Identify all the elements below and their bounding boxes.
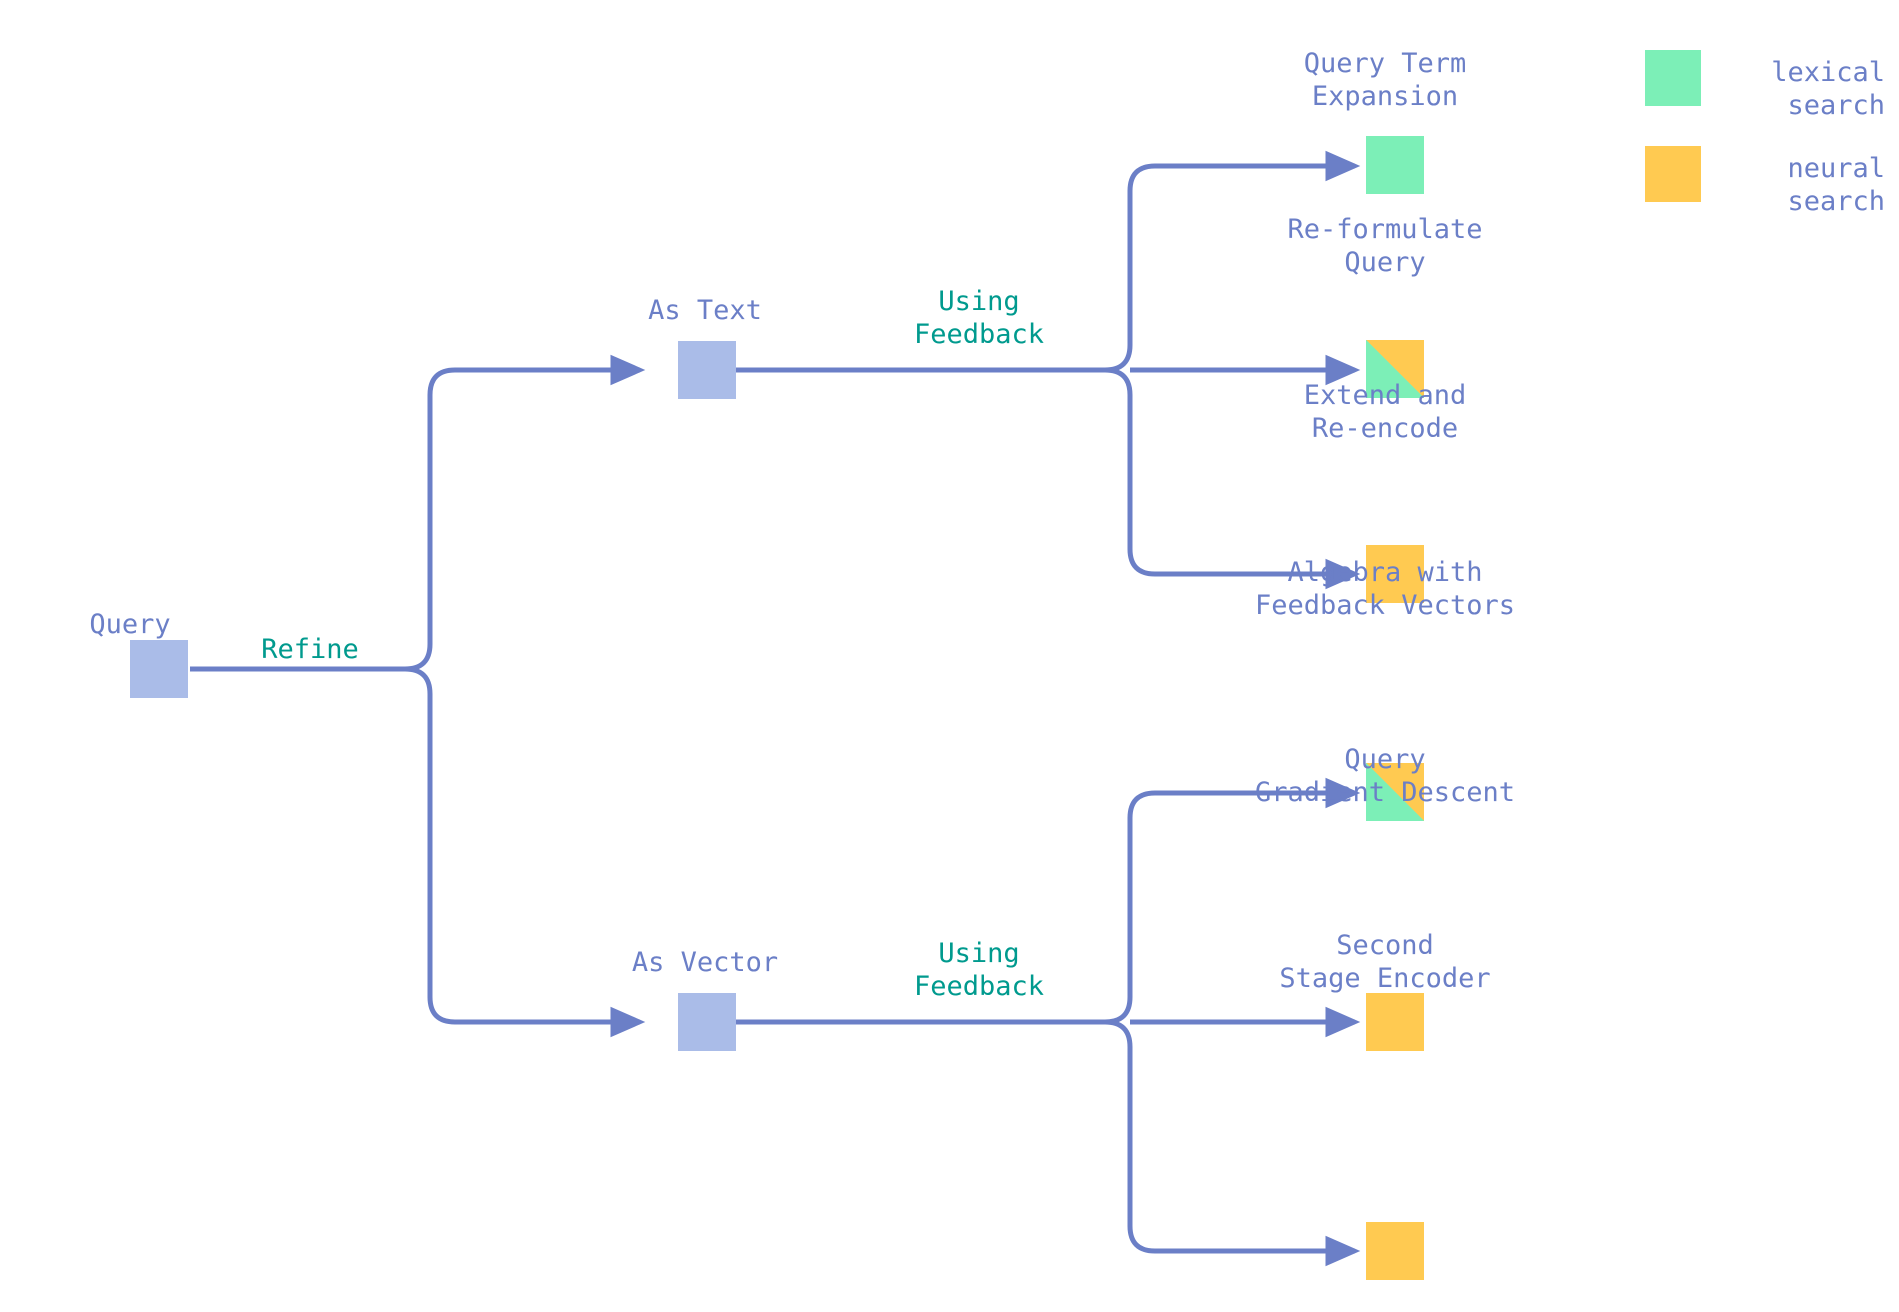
edge-fork3-to-second-stage-encoder — [1104, 1019, 1361, 1267]
legend-label-neural: neural search — [1787, 153, 1885, 217]
node-label-query-term-expansion: Query Term Expansion — [1303, 48, 1467, 112]
node-label-algebra-feedback-vectors: Algebra with Feedback Vectors — [1254, 557, 1516, 621]
node-label-query-gradient-descent: Query Gradient Descent — [1254, 744, 1516, 808]
node-label-reformulate-query: Re-formulate Query — [1287, 214, 1483, 278]
node-second-stage-encoder[interactable] — [1366, 1222, 1424, 1280]
edge-label-refine: Refine — [226, 633, 394, 666]
node-reformulate-query[interactable] — [1366, 340, 1424, 398]
node-label-extend-reencode: Extend and Re-encode — [1303, 380, 1467, 444]
node-as-text[interactable] — [678, 341, 736, 399]
node-label-as-text: As Text — [648, 295, 762, 326]
node-extend-reencode[interactable] — [1366, 545, 1424, 603]
legend-swatch-lexical-icon — [1645, 50, 1701, 106]
node-as-vector[interactable] — [678, 993, 736, 1051]
legend: lexical search neural search — [1645, 50, 1885, 242]
edge-label-using-feedback-vector: Using Feedback — [875, 937, 1083, 1003]
node-algebra-feedback-vectors[interactable] — [1366, 763, 1424, 821]
node-label-query: Query — [89, 609, 171, 640]
legend-label-lexical: lexical search — [1771, 57, 1885, 121]
edge-fork-to-as-text — [404, 354, 646, 672]
node-query-term-expansion[interactable] — [1366, 136, 1424, 194]
node-query-gradient-descent[interactable] — [1366, 993, 1424, 1051]
legend-row-lexical: lexical search — [1645, 50, 1885, 122]
edge-fork-to-as-vector — [404, 666, 646, 1038]
legend-swatch-neural-icon — [1645, 146, 1701, 202]
node-label-second-stage-encoder: Second Stage Encoder — [1279, 930, 1491, 994]
node-label-as-vector: As Vector — [631, 947, 779, 978]
edge-label-using-feedback-text: Using Feedback — [875, 285, 1083, 351]
legend-row-neural: neural search — [1645, 146, 1885, 218]
node-query[interactable] — [130, 640, 188, 698]
